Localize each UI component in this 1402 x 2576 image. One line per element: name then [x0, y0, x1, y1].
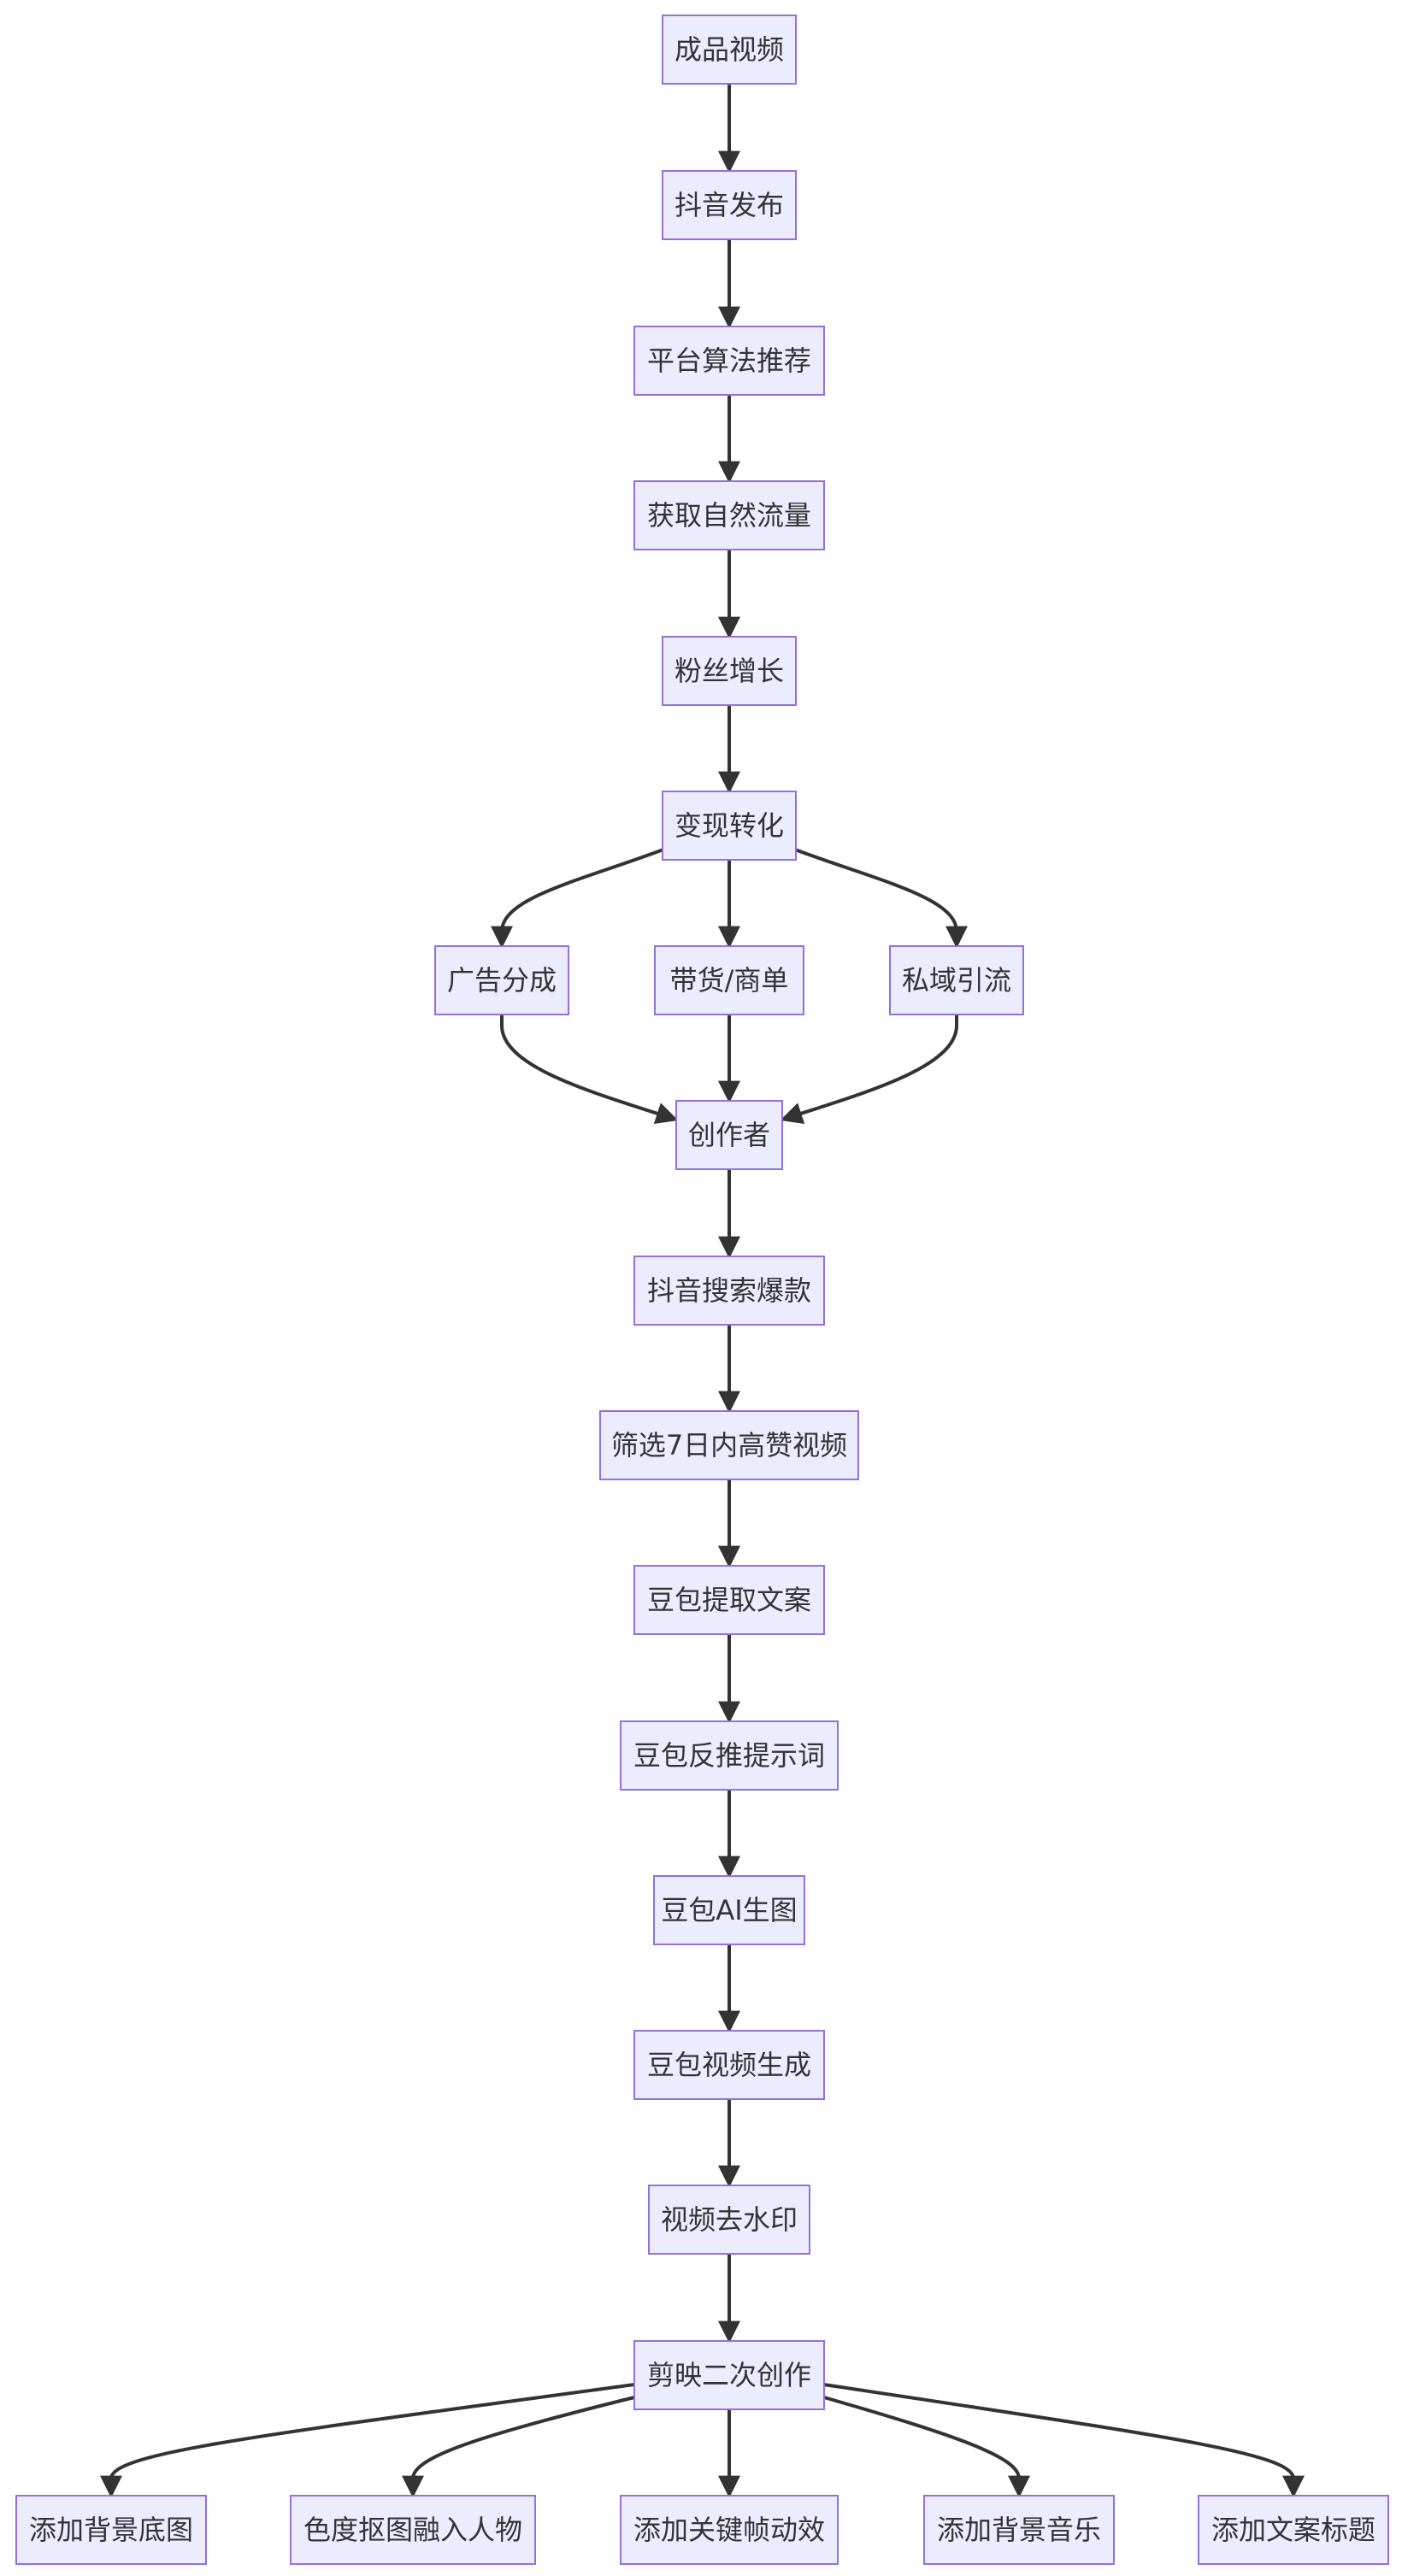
flow-node: 粉丝增长 [662, 636, 797, 706]
node-label: 变现转化 [674, 809, 784, 842]
node-label: 添加关键帧动效 [633, 2514, 825, 2546]
node-box [662, 170, 797, 240]
node-box [889, 945, 1024, 1015]
node-box [662, 636, 797, 706]
flow-node: 添加背景音乐 [923, 2495, 1115, 2565]
node-label: 添加背景音乐 [937, 2514, 1101, 2546]
flow-node: 豆包提取文案 [633, 1565, 825, 1635]
flow-node: 抖音发布 [662, 170, 797, 240]
edge-arrow [100, 2383, 635, 2498]
flow-node: 变现转化 [662, 791, 797, 861]
node-label: 广告分成 [447, 964, 557, 997]
node-box [633, 2030, 825, 2100]
node-label: 豆包视频生成 [647, 2049, 811, 2081]
node-label: 粉丝增长 [674, 655, 784, 687]
node-box [633, 480, 825, 550]
node-box [648, 2185, 810, 2255]
node-box [633, 2340, 825, 2410]
flow-node: 带货/商单 [654, 945, 804, 1015]
node-box [653, 1875, 805, 1945]
flow-node: 筛选7日内高赞视频 [599, 1410, 859, 1480]
node-label: 添加背景底图 [29, 2514, 193, 2546]
node-label: 成品视频 [674, 33, 784, 66]
flow-node: 添加关键帧动效 [620, 2495, 839, 2565]
edge-arrow [402, 2396, 635, 2498]
node-box [620, 1720, 839, 1791]
node-box [662, 15, 797, 85]
edge-arrow [794, 848, 968, 949]
flow-node: 添加背景底图 [15, 2495, 207, 2565]
flow-node: 私域引流 [889, 945, 1024, 1015]
node-label: 剪映二次创作 [647, 2359, 811, 2391]
node-label: 豆包提取文案 [647, 1584, 811, 1616]
edge-arrow [823, 2383, 1305, 2498]
node-label: 创作者 [688, 1119, 770, 1151]
edge-arrow [491, 848, 664, 949]
node-box [620, 2495, 839, 2565]
node-label: 带货/商单 [670, 964, 789, 997]
node-label: 抖音发布 [674, 189, 784, 221]
node-box [662, 791, 797, 861]
node-label: 筛选7日内高赞视频 [611, 1429, 847, 1461]
node-box [633, 1256, 825, 1326]
node-label: 色度抠图融入人物 [303, 2514, 522, 2546]
node-box [923, 2495, 1115, 2565]
flow-node: 豆包视频生成 [633, 2030, 825, 2100]
node-label: 豆包反推提示词 [633, 1739, 825, 1772]
edge-arrow [823, 2396, 1030, 2498]
node-label: 添加文案标题 [1211, 2514, 1375, 2546]
node-box [1198, 2495, 1389, 2565]
flow-node: 成品视频 [662, 15, 797, 85]
node-label: 平台算法推荐 [647, 344, 811, 377]
node-label: 私域引流 [902, 964, 1011, 997]
flow-node: 抖音搜索爆款 [633, 1256, 825, 1326]
flow-node: 创作者 [675, 1100, 783, 1170]
edge-arrow [500, 1015, 679, 1125]
node-box [599, 1410, 859, 1480]
flow-node: 剪映二次创作 [633, 2340, 825, 2410]
node-label: 抖音搜索爆款 [647, 1274, 811, 1307]
node-box [654, 945, 804, 1015]
edge-arrow [780, 1015, 958, 1125]
edges-layer [100, 84, 1305, 2498]
flow-node: 添加文案标题 [1198, 2495, 1389, 2565]
node-box [434, 945, 569, 1015]
node-box [15, 2495, 207, 2565]
flow-node: 豆包反推提示词 [620, 1720, 839, 1791]
node-label: 获取自然流量 [647, 499, 811, 532]
flow-node: 色度抠图融入人物 [290, 2495, 536, 2565]
flow-node: 广告分成 [434, 945, 569, 1015]
node-label: 视频去水印 [661, 2203, 798, 2236]
node-box [290, 2495, 536, 2565]
node-box [633, 326, 825, 396]
node-box [633, 1565, 825, 1635]
node-box [675, 1100, 783, 1170]
flow-node: 视频去水印 [648, 2185, 810, 2255]
node-label: 豆包AI生图 [661, 1894, 797, 1926]
flow-node: 平台算法推荐 [633, 326, 825, 396]
flow-node: 豆包AI生图 [653, 1875, 805, 1945]
flow-node: 获取自然流量 [633, 480, 825, 550]
